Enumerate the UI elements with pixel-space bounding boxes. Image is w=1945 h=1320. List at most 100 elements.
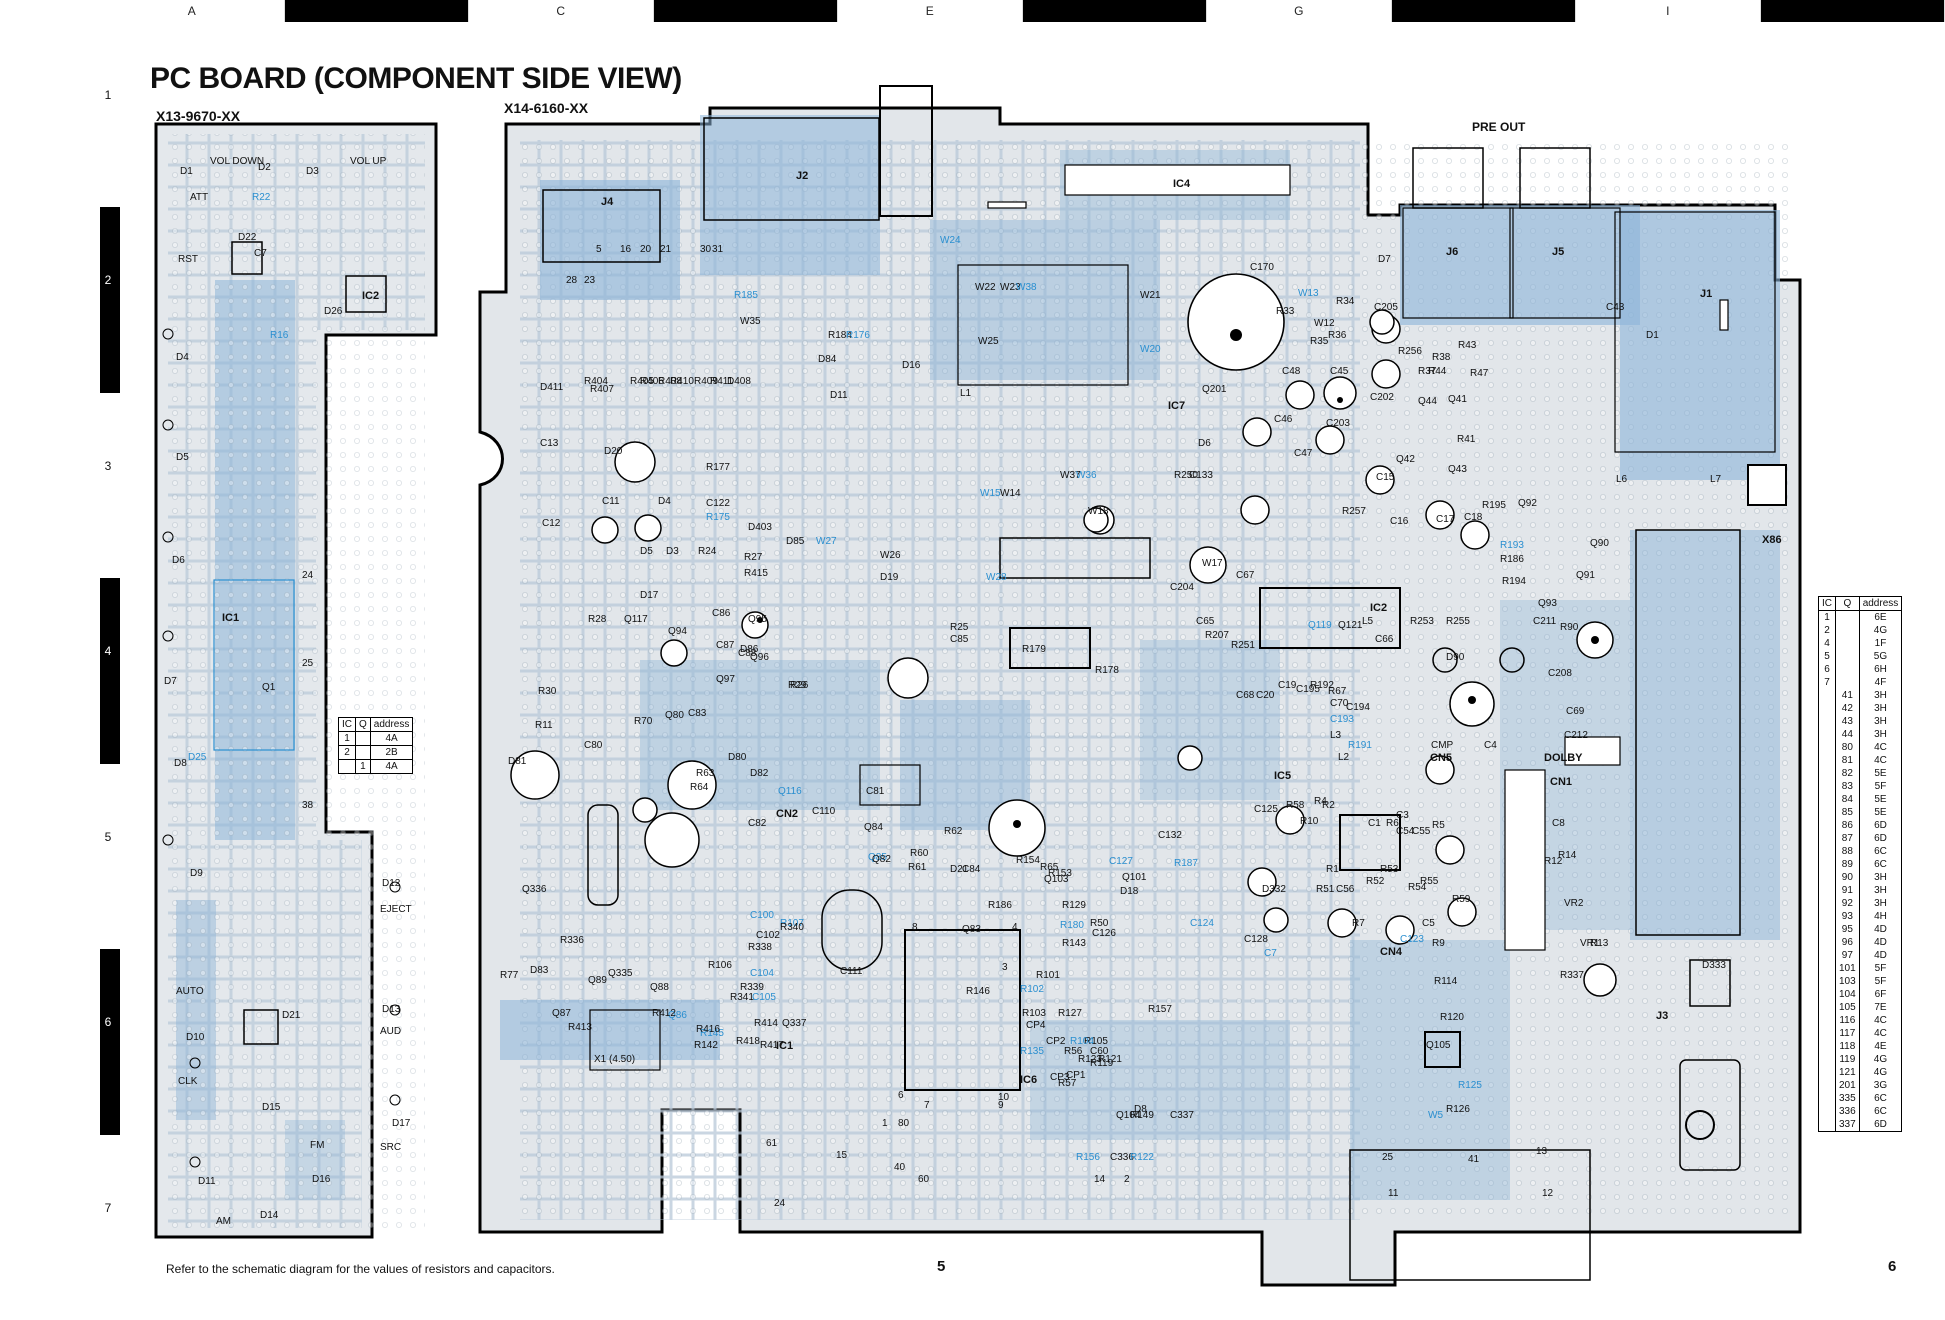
right-board-label: Q91: [1576, 570, 1595, 581]
left-board-label: D26: [324, 306, 343, 317]
right-board-label: R64: [690, 782, 709, 793]
right-board-label: 15: [836, 1150, 848, 1161]
left-board-label: D5: [176, 452, 189, 463]
left-board-label: D16: [312, 1174, 331, 1185]
right-board-label: R28: [588, 614, 607, 625]
right-board-label: Q85: [868, 852, 887, 863]
right-address-cell: [1818, 1014, 1836, 1027]
right-board-label: R37: [1418, 366, 1437, 377]
left-board-label: RST: [178, 254, 198, 265]
right-address-cell: 4C: [1858, 754, 1903, 767]
right-board-label: C4: [1484, 740, 1497, 751]
right-address-cell: [1818, 806, 1836, 819]
right-board-label: C15: [1376, 472, 1395, 483]
right-board-label: R56: [1064, 1046, 1083, 1057]
right-board-label: R250: [1174, 470, 1198, 481]
right-address-cell: 3H: [1858, 689, 1903, 702]
right-address-cell: 4D: [1858, 949, 1903, 962]
left-address-cell: 1: [338, 731, 356, 746]
right-board-label: R61: [908, 862, 927, 873]
right-address-cell: 84: [1835, 793, 1860, 806]
right-board-label: W23: [1000, 282, 1021, 293]
right-board-label: D5: [640, 546, 653, 557]
right-board-label: R149: [1130, 1110, 1154, 1121]
right-board-label: R105: [1084, 1036, 1108, 1047]
right-board-label: D4: [658, 496, 671, 507]
right-board-label: R185: [734, 290, 758, 301]
right-board-label: C67: [1236, 570, 1255, 581]
right-board-label: 23: [584, 275, 596, 286]
left-board-label: VOL DOWN: [210, 156, 265, 167]
right-board-label: Q84: [864, 822, 883, 833]
right-address-cell: 3H: [1858, 728, 1903, 741]
right-board-label: D16: [902, 360, 921, 371]
right-board-label: R90: [1560, 622, 1579, 633]
right-board-label: W28: [986, 572, 1007, 583]
right-board-label: C123: [1400, 934, 1424, 945]
right-board-label: CN2: [776, 808, 799, 820]
right-board-label: R57: [1058, 1078, 1077, 1089]
right-board-label: R2: [1322, 800, 1335, 811]
right-address-cell: [1818, 728, 1836, 741]
right-address-cell: 4G: [1858, 624, 1903, 637]
right-address-cell: 5F: [1858, 962, 1903, 975]
left-board-label: IC2: [362, 290, 380, 302]
right-board-label: R120: [1440, 1012, 1464, 1023]
right-board-label: R406: [640, 376, 664, 387]
right-address-cell: 5E: [1858, 767, 1903, 780]
right-board-label: Q44: [1418, 396, 1437, 407]
right-address-cell: 3H: [1858, 871, 1903, 884]
right-address-cell: 103: [1835, 975, 1860, 988]
left-board-label: D3: [306, 166, 319, 177]
right-address-cell: 6C: [1858, 1105, 1903, 1118]
right-address-cell: 3G: [1858, 1079, 1903, 1092]
right-board-label: R255: [1446, 616, 1470, 627]
right-board-label: R417: [760, 1040, 784, 1051]
right-address-cell: [1818, 1105, 1836, 1118]
right-address-cell: 93: [1835, 910, 1860, 923]
right-board-label: R103: [1022, 1008, 1046, 1019]
right-board-label: R126: [1446, 1104, 1470, 1115]
right-board-label: R257: [1342, 506, 1366, 517]
right-board-label: R339: [740, 982, 764, 993]
right-address-cell: 5E: [1858, 793, 1903, 806]
right-address-cell: 4C: [1858, 1027, 1903, 1040]
right-board-label: R24: [698, 546, 717, 557]
right-address-cell: 6E: [1858, 610, 1903, 624]
right-board-label: Q42: [1396, 454, 1415, 465]
right-board: [478, 85, 1802, 1287]
right-board-label: C60: [1090, 1046, 1109, 1057]
right-address-cell: [1818, 793, 1836, 806]
right-board-label: 21: [660, 244, 672, 255]
right-board-label: C127: [1109, 856, 1133, 867]
right-board-label: C7: [1264, 948, 1277, 959]
right-board-label: D80: [728, 752, 747, 763]
right-board-label: R412: [652, 1008, 676, 1019]
left-board-label: D21: [282, 1010, 301, 1021]
right-address-cell: 87: [1835, 832, 1860, 845]
right-board-label: R193: [1500, 540, 1524, 551]
right-address-cell: 4G: [1858, 1053, 1903, 1066]
right-board-label: R154: [1016, 855, 1040, 866]
right-board-label: 13: [1536, 1146, 1548, 1157]
right-board-label: C3: [1396, 810, 1409, 821]
right-board-label: R405: [630, 376, 654, 387]
right-board-label: W24: [940, 235, 961, 246]
right-address-cell: 3H: [1858, 884, 1903, 897]
right-board-label: R13: [1590, 938, 1609, 949]
left-board: [154, 122, 438, 1239]
right-board-label: C193: [1330, 714, 1354, 725]
right-board-label: C211: [1533, 616, 1557, 627]
right-board-label: R77: [500, 970, 519, 981]
right-board-label: R9: [1432, 938, 1445, 949]
right-board-label: C65: [1196, 616, 1215, 627]
right-board-label: C47: [1294, 448, 1313, 459]
right-board-label: C122: [706, 498, 730, 509]
